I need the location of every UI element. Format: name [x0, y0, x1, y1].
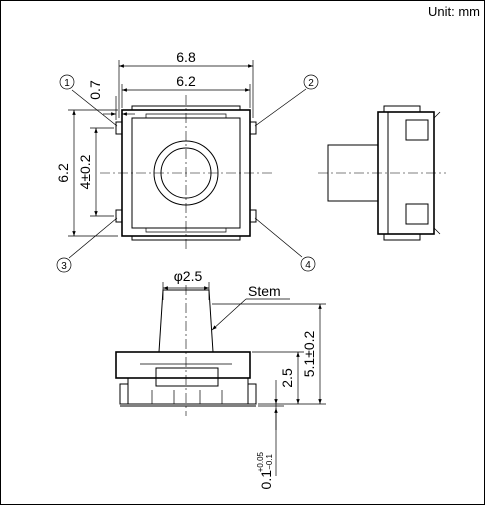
- terminal-1: [115, 121, 123, 135]
- front-body-upper: [115, 351, 251, 379]
- dim-body-height: 2.5: [279, 368, 295, 388]
- unit-label: Unit: mm: [428, 4, 480, 19]
- stem-label: Stem: [248, 283, 281, 299]
- dim-height: 6.2: [55, 163, 71, 183]
- terminal-3-callout: [56, 257, 72, 273]
- svg-text:2: 2: [308, 78, 314, 89]
- front-body-lower: [127, 377, 249, 405]
- dim-total-height: 5.1±0.2: [301, 330, 317, 377]
- terminal-2: [249, 121, 257, 135]
- dim-stem-diameter: φ2.5: [174, 268, 203, 284]
- terminal-4: [249, 209, 257, 223]
- dim-terminal-tol-plus: +0.05: [256, 451, 265, 472]
- side-view: [318, 105, 446, 241]
- svg-text:3: 3: [61, 261, 67, 272]
- svg-text:4: 4: [305, 260, 311, 271]
- dim-pitch: 4±0.2: [77, 154, 93, 189]
- dim-width-outer: 6.8: [176, 49, 196, 65]
- terminal-2-callout: [303, 74, 319, 90]
- front-view: φ2.5 Stem 5.1±0.2 2.5 0.1 +0.05 −0.1: [115, 268, 326, 490]
- top-view: 6.8 6.2 0.7 6.2 4±0.2 1 2 3 4: [55, 49, 319, 273]
- dim-width-inner: 6.2: [176, 73, 196, 89]
- terminal-3: [115, 209, 123, 223]
- side-stem: [327, 144, 379, 202]
- dim-terminal-offset: 0.1: [258, 470, 274, 490]
- dim-terminal-tol-minus: −0.1: [265, 453, 274, 469]
- terminal-4-callout: [300, 256, 316, 272]
- terminal-1-callout: [59, 74, 75, 90]
- svg-text:1: 1: [64, 78, 70, 89]
- dim-terminal: 0.7: [87, 80, 103, 100]
